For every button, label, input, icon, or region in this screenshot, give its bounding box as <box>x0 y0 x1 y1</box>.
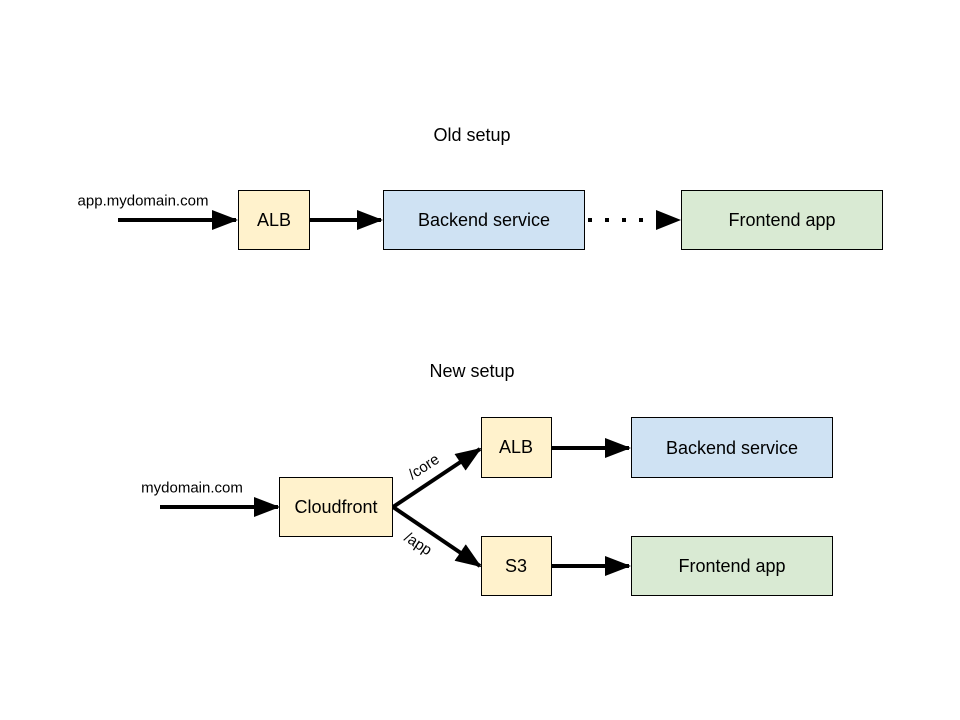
old-frontend-node: Frontend app <box>681 190 883 250</box>
s3-label: S3 <box>505 556 527 576</box>
old-backend-node: Backend service <box>383 190 585 250</box>
new-backend-label: Backend service <box>666 438 798 458</box>
old-dotted-arrowhead <box>656 210 681 230</box>
cloudfront-box <box>279 477 393 537</box>
old-alb-node: ALB <box>238 190 310 250</box>
old-alb-box <box>238 190 310 250</box>
new-setup-section: New setup mydomain.com Cloudfront /core … <box>141 361 833 596</box>
new-alb-label: ALB <box>499 437 533 457</box>
new-setup-title: New setup <box>429 361 514 381</box>
cloudfront-to-s3-arrow <box>391 505 482 568</box>
old-setup-title: Old setup <box>433 125 510 145</box>
cloudfront-node: Cloudfront <box>279 477 393 537</box>
new-alb-node: ALB <box>481 417 552 478</box>
old-entry-domain-label: app.mydomain.com <box>78 193 209 210</box>
cloudfront-label: Cloudfront <box>294 497 377 517</box>
new-frontend-node: Frontend app <box>631 536 833 596</box>
new-alb-box <box>481 417 552 478</box>
old-setup-section: Old setup app.mydomain.com ALB Backend s… <box>78 125 883 250</box>
old-backend-box <box>383 190 585 250</box>
old-alb-label: ALB <box>257 210 291 230</box>
new-frontend-label: Frontend app <box>678 556 785 576</box>
s3-node: S3 <box>481 536 552 596</box>
s3-box <box>481 536 552 596</box>
cloudfront-to-alb-arrow <box>391 447 482 509</box>
old-backend-label: Backend service <box>418 210 550 230</box>
new-frontend-box <box>631 536 833 596</box>
new-backend-node: Backend service <box>631 417 833 478</box>
new-entry-domain-label: mydomain.com <box>141 480 243 497</box>
new-backend-box <box>631 417 833 478</box>
old-frontend-box <box>681 190 883 250</box>
old-frontend-label: Frontend app <box>728 210 835 230</box>
